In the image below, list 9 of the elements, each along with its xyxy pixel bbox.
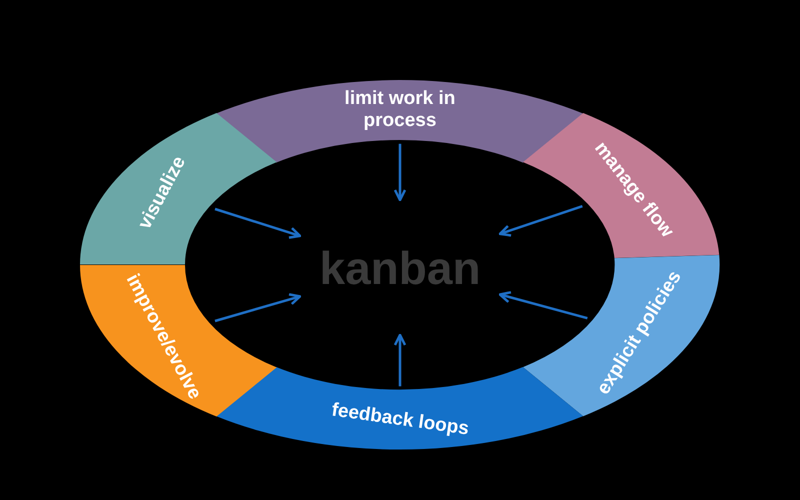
segment-label: limit work in process <box>344 88 456 132</box>
arrow <box>498 291 588 320</box>
arrow <box>214 208 302 239</box>
arrow <box>394 144 406 202</box>
arrow <box>394 334 406 386</box>
segment-label: feedback loops <box>330 399 470 440</box>
arrow <box>214 293 302 322</box>
arrow <box>498 205 583 237</box>
center-label: kanban <box>320 240 481 294</box>
